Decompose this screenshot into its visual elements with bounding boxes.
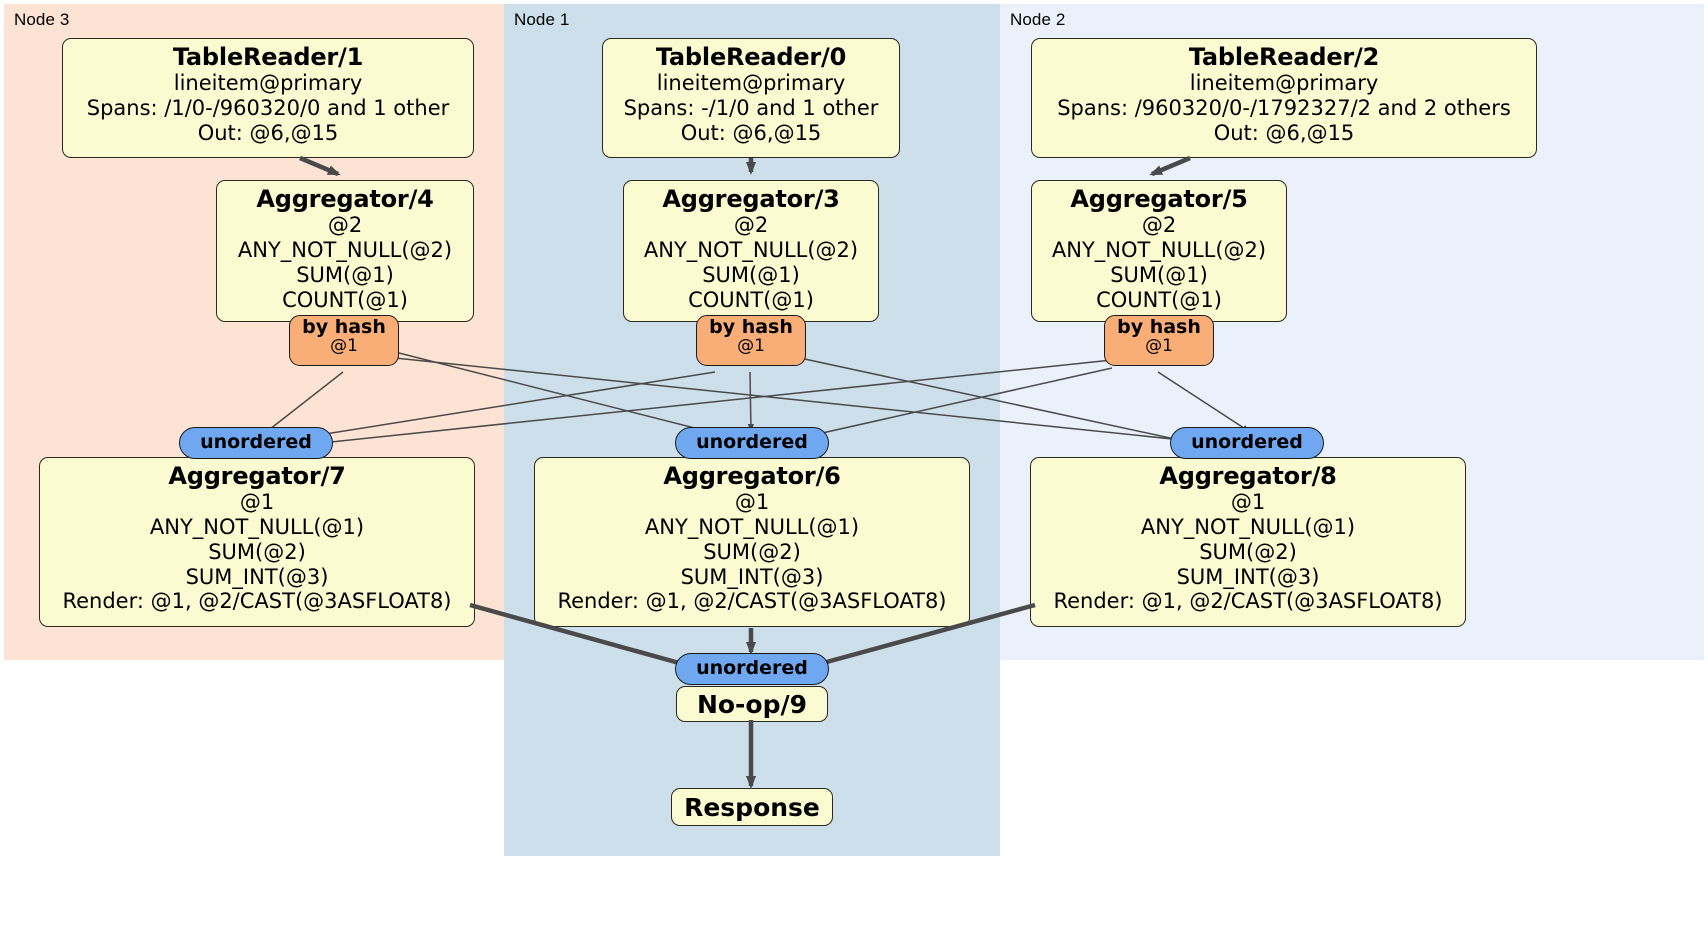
processor-title: TableReader/1 [172,43,364,71]
processor-line: Out: @6,@15 [197,120,339,145]
processor-line: ANY_NOT_NULL(@2) [1051,238,1267,263]
processor-line: lineitem@primary [173,71,363,96]
processor-line: Out: @6,@15 [680,120,822,145]
processor-line: @1 [1230,490,1266,515]
router-by-hash-center[interactable]: by hash @1 [696,315,806,366]
processor-line: @2 [1141,213,1177,238]
processor-line: SUM_INT(@3) [1176,564,1320,589]
processor-no-op-9[interactable]: No-op/9 [676,686,828,722]
processor-title: Aggregator/7 [168,462,346,490]
processor-line: @2 [733,213,769,238]
processor-line: SUM_INT(@3) [680,564,824,589]
processor-line: COUNT(@1) [688,287,814,312]
processor-aggregator-8[interactable]: Aggregator/8 @1 ANY_NOT_NULL(@1) SUM(@2)… [1030,457,1466,627]
processor-line: ANY_NOT_NULL(@1) [644,515,860,540]
processor-line: ANY_NOT_NULL(@2) [237,238,453,263]
processor-line: SUM(@1) [1110,262,1208,287]
node-label-node3: Node 3 [14,10,70,29]
processor-title: Aggregator/4 [256,185,434,213]
processor-line: Render: @1, @2/CAST(@3ASFLOAT8) [1053,589,1443,614]
synchronizer-label: unordered [696,431,808,454]
processor-line: Spans: -/1/0 and 1 other [623,96,879,121]
router-column-label: @1 [1145,335,1173,356]
processor-title: TableReader/2 [1188,43,1380,71]
processor-title: Response [684,792,820,822]
processor-line: Render: @1, @2/CAST(@3ASFLOAT8) [62,589,452,614]
router-column-label: @1 [737,335,765,356]
router-type-label: by hash [302,316,386,338]
processor-line: Render: @1, @2/CAST(@3ASFLOAT8) [557,589,947,614]
processor-title: No-op/9 [696,689,808,719]
processor-aggregator-5[interactable]: Aggregator/5 @2 ANY_NOT_NULL(@2) SUM(@1)… [1031,180,1287,322]
processor-table-reader-0[interactable]: TableReader/0 lineitem@primary Spans: -/… [602,38,900,158]
processor-title: Aggregator/6 [663,462,841,490]
processor-line: COUNT(@1) [1096,287,1222,312]
processor-line: @2 [327,213,363,238]
synchronizer-unordered-right[interactable]: unordered [1170,427,1324,459]
processor-title: TableReader/0 [655,43,847,71]
synchronizer-unordered-left[interactable]: unordered [179,427,333,459]
processor-line: lineitem@primary [656,71,846,96]
processor-line: ANY_NOT_NULL(@2) [643,238,859,263]
processor-line: SUM_INT(@3) [185,564,329,589]
node-label-node2: Node 2 [1010,10,1066,29]
processor-line: Out: @6,@15 [1213,120,1355,145]
processor-aggregator-4[interactable]: Aggregator/4 @2 ANY_NOT_NULL(@2) SUM(@1)… [216,180,474,322]
processor-response[interactable]: Response [671,788,833,826]
router-type-label: by hash [1117,316,1201,338]
node-label-node1: Node 1 [514,10,570,29]
processor-line: @1 [734,490,770,515]
processor-aggregator-3[interactable]: Aggregator/3 @2 ANY_NOT_NULL(@2) SUM(@1)… [623,180,879,322]
synchronizer-label: unordered [1191,431,1303,454]
processor-line: lineitem@primary [1189,71,1379,96]
processor-line: SUM(@1) [702,262,800,287]
router-by-hash-right[interactable]: by hash @1 [1104,315,1214,366]
processor-aggregator-6[interactable]: Aggregator/6 @1 ANY_NOT_NULL(@1) SUM(@2)… [534,457,970,627]
processor-line: @1 [239,490,275,515]
processor-line: SUM(@1) [296,262,394,287]
synchronizer-unordered-final[interactable]: unordered [675,653,829,685]
router-by-hash-left[interactable]: by hash @1 [289,315,399,366]
router-type-label: by hash [709,316,793,338]
processor-line: SUM(@2) [703,539,801,564]
processor-table-reader-1[interactable]: TableReader/1 lineitem@primary Spans: /1… [62,38,474,158]
synchronizer-label: unordered [696,657,808,680]
processor-line: ANY_NOT_NULL(@1) [149,515,365,540]
processor-line: SUM(@2) [1199,539,1297,564]
processor-title: Aggregator/3 [662,185,840,213]
processor-table-reader-2[interactable]: TableReader/2 lineitem@primary Spans: /9… [1031,38,1537,158]
processor-aggregator-7[interactable]: Aggregator/7 @1 ANY_NOT_NULL(@1) SUM(@2)… [39,457,475,627]
synchronizer-unordered-center[interactable]: unordered [675,427,829,459]
processor-line: ANY_NOT_NULL(@1) [1140,515,1356,540]
processor-line: Spans: /960320/0-/1792327/2 and 2 others [1057,96,1511,121]
processor-title: Aggregator/5 [1070,185,1248,213]
router-column-label: @1 [330,335,358,356]
processor-title: Aggregator/8 [1159,462,1337,490]
synchronizer-label: unordered [200,431,312,454]
processor-line: Spans: /1/0-/960320/0 and 1 other [86,96,450,121]
processor-line: COUNT(@1) [282,287,408,312]
processor-line: SUM(@2) [208,539,306,564]
